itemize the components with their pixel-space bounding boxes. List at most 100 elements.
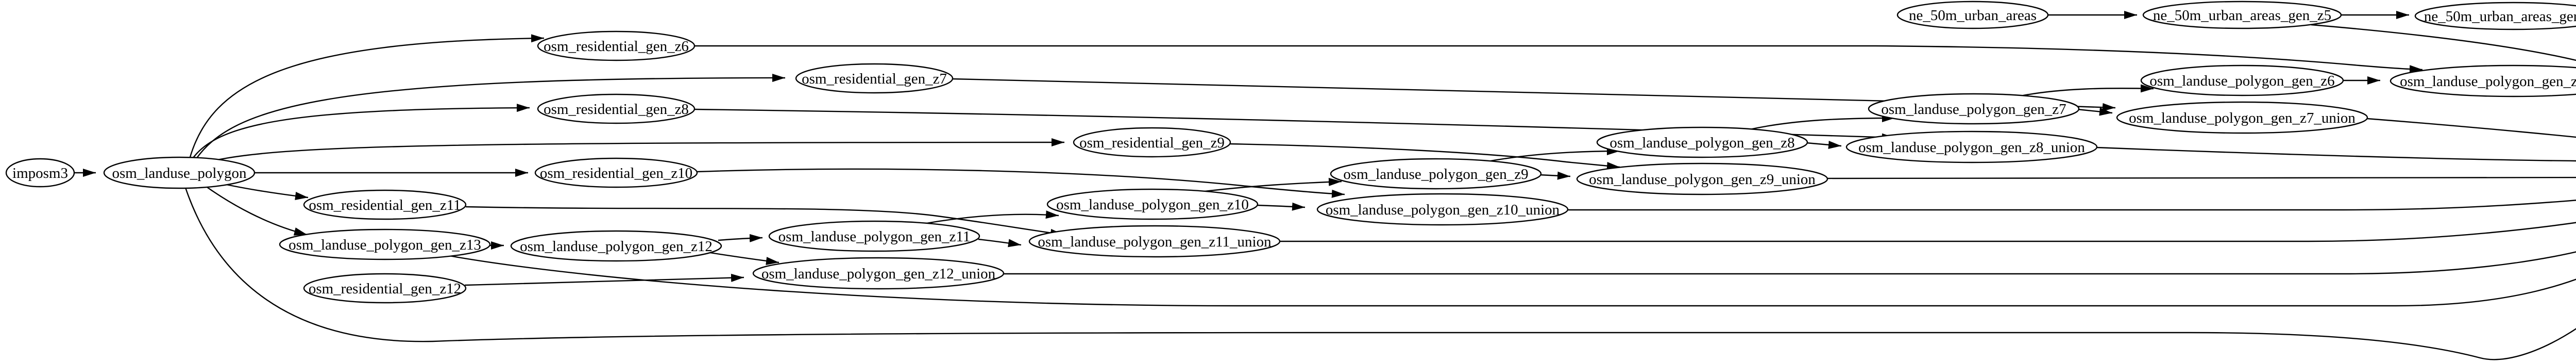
node-label-osm_landuse_polygon_gen_z7: osm_landuse_polygon_gen_z7 [1881,101,2066,118]
node-ellipse-osm_residential_gen_z10 [534,157,698,188]
node-ellipse-osm_landuse_polygon_gen_z11_union [1028,225,1281,258]
node-osm_landuse_polygon_gen_z9_union: osm_landuse_polygon_gen_z9_union [1576,162,1828,195]
node-label-osm_residential_gen_z7: osm_residential_gen_z7 [802,71,947,87]
edge-osm_landuse_polygon_gen_z9-to-osm_landuse_polygon_gen_z9_union [1539,171,1571,180]
node-ellipse-imposm3 [5,158,75,188]
edge-ne_50m_urban_areas_gen_z5-to-layer_landuse-z5 [2311,24,2576,61]
node-label-osm_residential_gen_z12: osm_residential_gen_z12 [309,281,461,297]
node-label-osm_landuse_polygon_gen_z6_union: osm_landuse_polygon_gen_z6_union [2400,73,2576,90]
node-label-osm_landuse_polygon: osm_landuse_polygon [112,165,247,182]
node-ellipse-osm_landuse_polygon_gen_z9_union [1576,162,1828,195]
node-ne_50m_urban_areas: ne_50m_urban_areas [1896,1,2049,29]
edge-osm_residential_gen_z9-to-osm_landuse_polygon_gen_z9_union [1229,143,1620,170]
node-label-osm_landuse_polygon_gen_z10_union: osm_landuse_polygon_gen_z10_union [1326,202,1560,218]
edge-osm_landuse_polygon_gen_z10-to-osm_landuse_polygon_gen_z10_union [1257,202,1306,211]
node-ellipse-osm_landuse_polygon_gen_z7_union [2116,101,2368,134]
edge-osm_landuse_polygon-to-osm_residential_gen_z8 [191,104,530,160]
node-osm_landuse_polygon_gen_z6: osm_landuse_polygon_gen_z6 [2140,64,2344,96]
node-ellipse-ne_50m_urban_areas_gen_z5 [2142,1,2342,29]
node-label-ne_50m_urban_areas_gen_z5: ne_50m_urban_areas_gen_z5 [2153,7,2331,24]
node-label-osm_landuse_polygon_gen_z11_union: osm_landuse_polygon_gen_z11_union [1038,234,1272,250]
node-imposm3: imposm3 [5,158,75,188]
node-label-osm_landuse_polygon_gen_z10: osm_landuse_polygon_gen_z10 [1056,196,1249,213]
edge-osm_landuse_polygon_gen_z11-to-osm_landuse_polygon_gen_z10 [923,210,1059,225]
edge-osm_landuse_polygon_gen_z13-to-layer_landuse-z13 [449,255,2576,307]
node-osm_landuse_polygon_gen_z11: osm_landuse_polygon_gen_z11 [768,220,980,252]
node-osm_residential_gen_z7: osm_residential_gen_z7 [795,63,954,94]
edge-osm_landuse_polygon_gen_z10_union-to-layer_landuse-z10 [1568,200,2576,211]
node-label-ne_50m_urban_areas_gen_z4: ne_50m_urban_areas_gen_z4 [2424,8,2576,25]
edge-osm_residential_gen_z10-to-osm_landuse_polygon_gen_z10_union [696,168,1345,198]
node-ellipse-osm_residential_gen_z11 [303,189,467,220]
edge-osm_landuse_polygon-to-osm_residential_gen_z6 [189,34,545,159]
node-label-osm_landuse_polygon_gen_z9_union: osm_landuse_polygon_gen_z9_union [1589,171,1816,188]
node-ellipse-osm_residential_gen_z7 [795,63,954,94]
edge-osm_landuse_polygon-to-osm_landuse_polygon_gen_z13 [201,183,308,236]
node-label-osm_landuse_polygon_gen_z13: osm_landuse_polygon_gen_z13 [289,237,481,253]
edge-osm_landuse_polygon_gen_z9_union-to-layer_landuse-z9 [1827,176,2576,179]
node-label-osm_residential_gen_z6: osm_residential_gen_z6 [544,38,689,55]
node-osm_landuse_polygon_gen_z7_union: osm_landuse_polygon_gen_z7_union [2116,101,2368,134]
node-label-osm_landuse_polygon_gen_z12_union: osm_landuse_polygon_gen_z12_union [761,266,996,282]
node-osm_residential_gen_z8: osm_residential_gen_z8 [537,93,696,124]
node-ellipse-osm_landuse_polygon_gen_z7 [1868,93,2080,125]
node-ne_50m_urban_areas_gen_z4: ne_50m_urban_areas_gen_z4 [2414,2,2576,30]
edge-osm_landuse_polygon_gen_z8_union-to-layer_landuse-z8 [2096,146,2576,162]
node-label-osm_landuse_polygon_gen_z8: osm_landuse_polygon_gen_z8 [1609,135,1794,151]
node-osm_residential_gen_z10: osm_residential_gen_z10 [534,157,698,188]
node-osm_landuse_polygon_gen_z10: osm_landuse_polygon_gen_z10 [1046,188,1259,220]
edge-osm_residential_gen_z8-to-osm_landuse_polygon_gen_z8_union [694,108,1895,142]
node-osm_residential_gen_z6: osm_residential_gen_z6 [537,30,696,61]
node-ellipse-osm_landuse_polygon_gen_z13 [279,228,491,260]
node-ellipse-ne_50m_urban_areas_gen_z4 [2414,2,2576,30]
edge-osm_landuse_polygon_gen_z7-to-osm_landuse_polygon_gen_z6 [2020,84,2154,97]
edge-osm_landuse_polygon_gen_z9-to-osm_landuse_polygon_gen_z8 [1484,147,1620,163]
node-ellipse-osm_landuse_polygon_gen_z8_union [1845,130,2098,163]
node-ellipse-osm_landuse_polygon_gen_z11 [768,220,980,252]
node-label-osm_landuse_polygon_gen_z6: osm_landuse_polygon_gen_z6 [2149,73,2334,89]
node-ellipse-osm_residential_gen_z12 [303,273,467,304]
edge-osm_landuse_polygon_gen_z11-to-osm_landuse_polygon_gen_z11_union [978,238,1022,248]
node-osm_landuse_polygon_gen_z10_union: osm_landuse_polygon_gen_z10_union [1316,193,1569,226]
node-label-osm_landuse_polygon_gen_z11: osm_landuse_polygon_gen_z11 [778,228,971,245]
node-osm_landuse_polygon_gen_z12_union: osm_landuse_polygon_gen_z12_union [752,257,1005,290]
node-ellipse-osm_landuse_polygon_gen_z9 [1330,158,1542,190]
edge-osm_landuse_polygon_gen_z8-to-osm_landuse_polygon_gen_z7 [1749,114,1895,130]
edge-osm_landuse_polygon_gen_z7-to-osm_landuse_polygon_gen_z7_union [2077,107,2113,116]
node-label-osm_residential_gen_z10: osm_residential_gen_z10 [540,165,692,182]
node-label-osm_landuse_polygon_gen_z8_union: osm_landuse_polygon_gen_z8_union [1858,139,2085,156]
edge-osm_landuse_polygon_gen_z11_union-to-layer_landuse-z11 [1280,222,2576,242]
node-label-osm_landuse_polygon_gen_z12: osm_landuse_polygon_gen_z12 [520,238,713,255]
node-ellipse-osm_residential_gen_z9 [1073,127,1231,158]
node-osm_landuse_polygon_gen_z13: osm_landuse_polygon_gen_z13 [279,228,491,260]
node-osm_landuse_polygon_gen_z6_union: osm_landuse_polygon_gen_z6_union [2389,64,2576,97]
node-ellipse-osm_residential_gen_z8 [537,93,696,124]
node-ellipse-osm_landuse_polygon_gen_z10_union [1316,193,1569,226]
node-osm_landuse_polygon: osm_landuse_polygon [103,156,256,189]
edge-osm_landuse_polygon_gen_z10-to-osm_landuse_polygon_gen_z9 [1200,177,1342,193]
node-osm_landuse_polygon_gen_z7: osm_landuse_polygon_gen_z7 [1868,93,2080,125]
node-label-osm_landuse_polygon_gen_z7_union: osm_landuse_polygon_gen_z7_union [2129,110,2355,126]
edge-osm_residential_gen_z11-to-osm_landuse_polygon_gen_z11_union [465,206,1064,237]
edge-osm_landuse_polygon_gen_z12-to-osm_landuse_polygon_gen_z11 [718,234,763,242]
node-ne_50m_urban_areas_gen_z5: ne_50m_urban_areas_gen_z5 [2142,1,2342,29]
edge-osm_landuse_polygon-to-osm_residential_gen_z9 [198,138,1065,165]
node-ellipse-osm_landuse_polygon_gen_z12_union [752,257,1005,290]
edge-osm_landuse_polygon_gen_z7_union-to-layer_landuse-z7 [2366,118,2576,138]
node-osm_residential_gen_z9: osm_residential_gen_z9 [1073,127,1231,158]
node-ellipse-ne_50m_urban_areas [1896,1,2049,29]
edge-osm_landuse_polygon_gen_z12-to-osm_landuse_polygon_gen_z12_union [709,252,779,265]
node-osm_residential_gen_z12: osm_residential_gen_z12 [303,273,467,304]
edge-osm_landuse_polygon_gen_z12_union-to-layer_landuse-z12 [1004,251,2576,275]
node-label-osm_residential_gen_z9: osm_residential_gen_z9 [1079,135,1225,151]
node-ellipse-osm_landuse_polygon_gen_z6_union [2389,64,2576,97]
node-label-ne_50m_urban_areas: ne_50m_urban_areas [1909,7,2037,24]
node-osm_landuse_polygon_gen_z9: osm_landuse_polygon_gen_z9 [1330,158,1542,190]
edge-osm_residential_gen_z12-to-osm_landuse_polygon_gen_z12_union [464,273,744,286]
node-ellipse-osm_landuse_polygon [103,156,256,189]
edge-osm_landuse_polygon_gen_z8-to-osm_landuse_polygon_gen_z8_union [1806,140,1842,149]
node-ellipse-osm_landuse_polygon_gen_z8 [1596,126,1808,158]
edge-osm_residential_gen_z6-to-osm_landuse_polygon_gen_z6_union [694,45,2423,74]
